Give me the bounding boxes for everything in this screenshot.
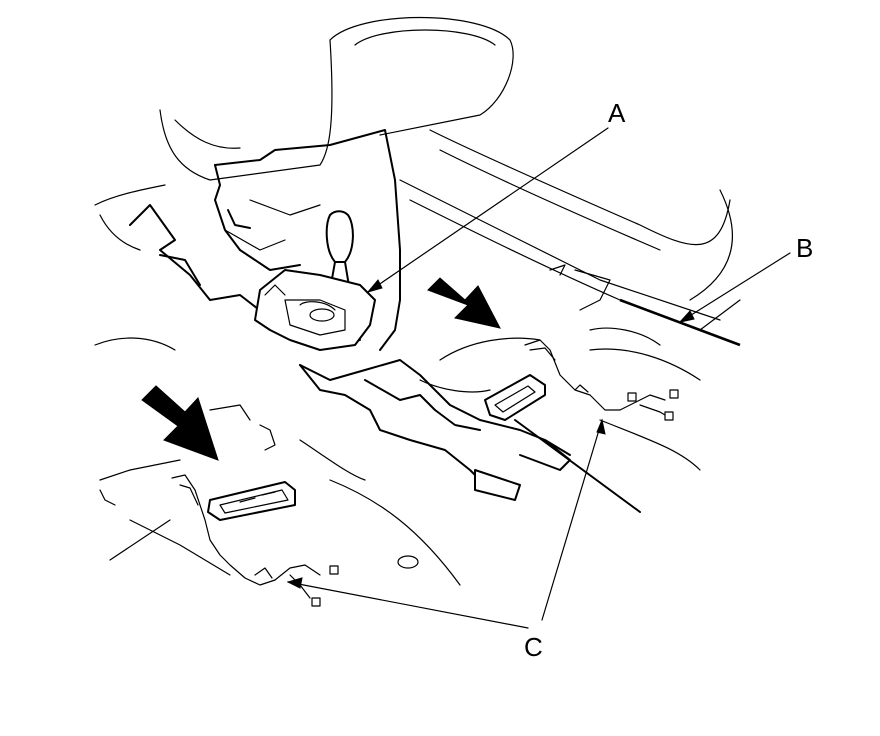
door-sill — [399, 129, 741, 347]
console-bezel — [254, 269, 376, 351]
removal-arrow-right — [427, 277, 501, 329]
callout-b: B — [796, 233, 813, 263]
center-console-carpet — [129, 129, 571, 501]
removal-arrow-left — [141, 385, 219, 461]
seat-outline — [94, 17, 514, 251]
leader-line-a — [367, 127, 609, 293]
callout-a: A — [608, 98, 626, 128]
floor-panel — [94, 337, 701, 586]
left-wire-harness — [171, 474, 339, 607]
right-heater-duct — [484, 374, 546, 421]
leader-line-c-right — [541, 419, 603, 621]
right-wire-harness — [524, 339, 679, 421]
leader-lines — [286, 127, 791, 629]
tunnel-edge-line — [514, 419, 641, 513]
leader-line-c-left — [287, 581, 529, 629]
callout-c: C — [524, 632, 543, 662]
leader-line-b — [679, 252, 791, 323]
left-heater-duct — [207, 481, 296, 521]
